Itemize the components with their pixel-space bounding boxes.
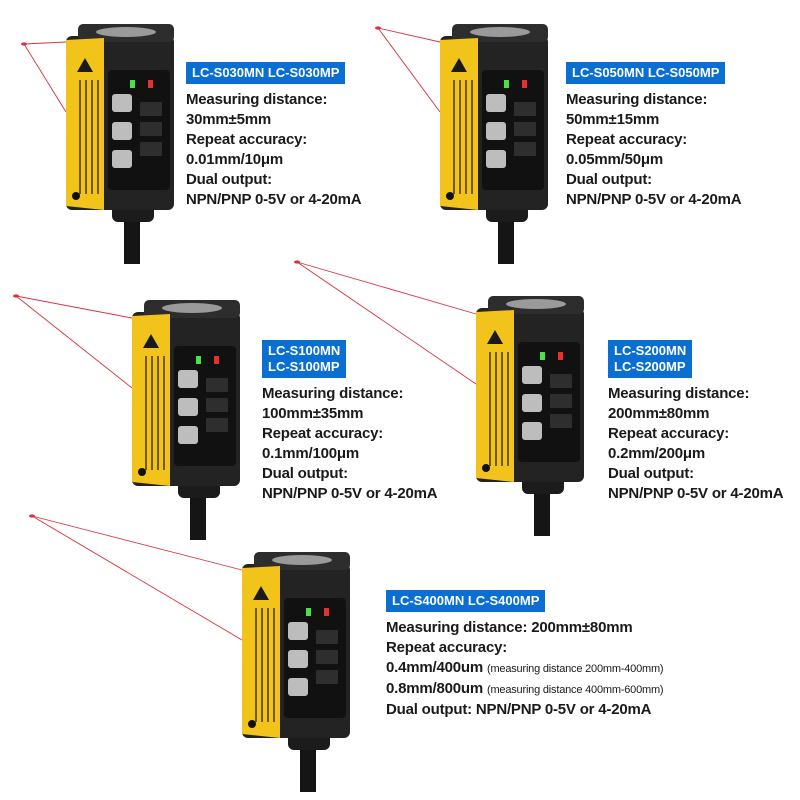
product-info-2: LC-S050MN LC-S050MP Measuring distance: … bbox=[566, 62, 742, 210]
sensor-image-2 bbox=[434, 18, 554, 264]
dual-output-label: Dual output: bbox=[566, 171, 652, 188]
dual-output-value: NPN/PNP 0-5V or 4-20mA bbox=[186, 191, 362, 208]
measuring-distance-label: Measuring distance: bbox=[566, 91, 708, 108]
dual-output-value: NPN/PNP 0-5V or 4-20mA bbox=[566, 191, 742, 208]
repeat-accuracy-row-1: 0.4mm/400um (measuring distance 200mm-40… bbox=[386, 658, 664, 679]
repeat-accuracy-label: Repeat accuracy: bbox=[262, 425, 384, 442]
measuring-distance-value: 200mm±80mm bbox=[608, 405, 710, 422]
product-info-5: LC-S400MN LC-S400MP Measuring distance: … bbox=[386, 590, 664, 720]
repeat-accuracy-label: Repeat accuracy: bbox=[608, 425, 730, 442]
model-badge: LC-S400MN LC-S400MP bbox=[386, 590, 546, 612]
repeat-accuracy-value-2: 0.8mm/800um bbox=[386, 680, 484, 697]
measuring-distance-label: Measuring distance: bbox=[186, 91, 328, 108]
product-info-1: LC-S030MN LC-S030MP Measuring distance: … bbox=[186, 62, 362, 210]
repeat-accuracy-value-1: 0.4mm/400um bbox=[386, 659, 484, 676]
repeat-accuracy-label: Repeat accuracy: bbox=[566, 131, 688, 148]
sensor-image-4 bbox=[470, 290, 590, 536]
repeat-accuracy-value: 0.1mm/100μm bbox=[262, 445, 360, 462]
repeat-accuracy-row-2: 0.8mm/800um (measuring distance 400mm-60… bbox=[386, 679, 664, 700]
dual-output-label: Dual output: bbox=[608, 465, 694, 482]
dual-output-label: Dual output: bbox=[186, 171, 272, 188]
dual-output-value: NPN/PNP 0-5V or 4-20mA bbox=[608, 485, 784, 502]
repeat-accuracy-label: Repeat accuracy: bbox=[186, 131, 308, 148]
repeat-accuracy-value: 0.2mm/200μm bbox=[608, 445, 706, 462]
model-badge: LC-S030MN LC-S030MP bbox=[186, 62, 346, 84]
dual-output-value: Dual output: NPN/PNP 0-5V or 4-20mA bbox=[386, 701, 652, 718]
measuring-distance-value: 100mm±35mm bbox=[262, 405, 364, 422]
model-badge: LC-S050MN LC-S050MP bbox=[566, 62, 726, 84]
measuring-distance-value: Measuring distance: 200mm±80mm bbox=[386, 619, 633, 636]
repeat-accuracy-value: 0.05mm/50μm bbox=[566, 151, 664, 168]
dual-output-label: Dual output: bbox=[262, 465, 348, 482]
repeat-accuracy-label: Repeat accuracy: bbox=[386, 639, 508, 656]
repeat-accuracy-note-1: (measuring distance 200mm-400mm) bbox=[487, 663, 664, 675]
measuring-distance-label: Measuring distance: bbox=[262, 385, 404, 402]
repeat-accuracy-value: 0.01mm/10μm bbox=[186, 151, 284, 168]
sensor-image-3 bbox=[126, 294, 246, 540]
sensor-image-5 bbox=[236, 546, 356, 792]
measuring-distance-value: 30mm±5mm bbox=[186, 111, 272, 128]
dual-output-value: NPN/PNP 0-5V or 4-20mA bbox=[262, 485, 438, 502]
repeat-accuracy-note-2: (measuring distance 400mm-600mm) bbox=[487, 684, 664, 696]
sensor-image-1 bbox=[60, 18, 180, 264]
measuring-distance-label: Measuring distance: bbox=[608, 385, 750, 402]
measuring-distance-value: 50mm±15mm bbox=[566, 111, 660, 128]
